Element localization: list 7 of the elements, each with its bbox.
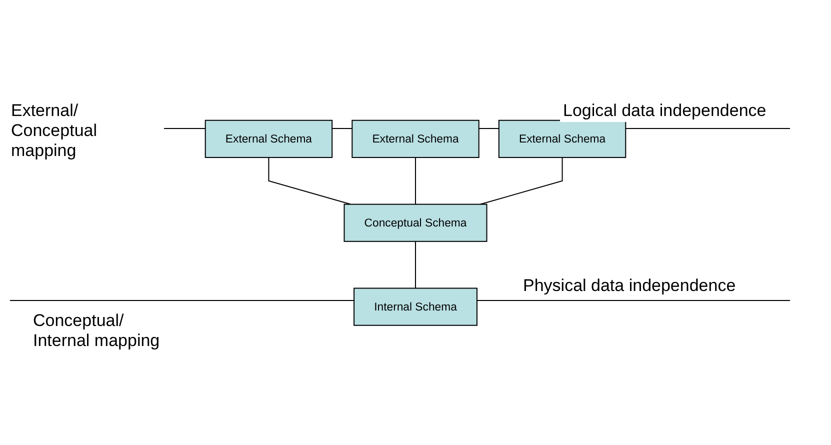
node-box: Conceptual Schema: [344, 203, 488, 242]
node-box: Internal Schema: [354, 287, 478, 326]
node-box: External Schema: [352, 119, 480, 158]
node-box: External Schema: [204, 119, 333, 158]
node-box: External Schema: [498, 119, 626, 158]
connector: [415, 157, 416, 204]
connector: [415, 241, 416, 288]
